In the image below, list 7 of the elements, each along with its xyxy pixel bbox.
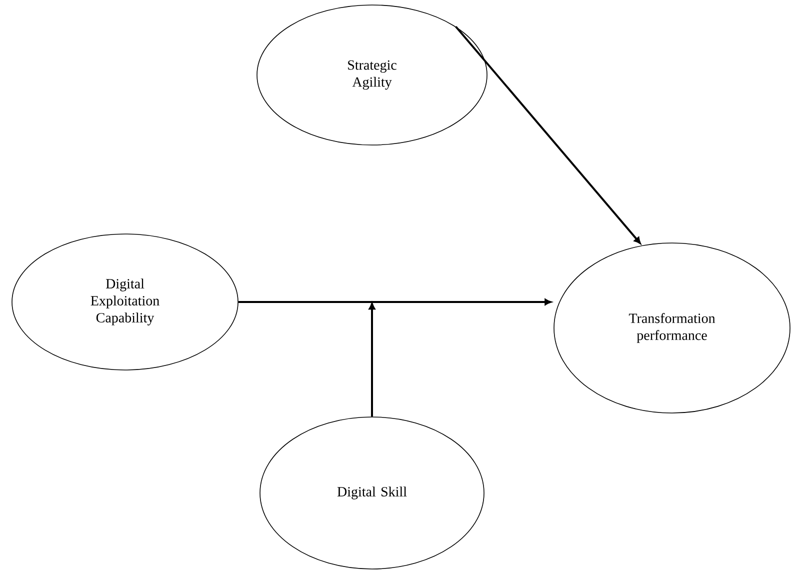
arrow bbox=[455, 26, 641, 244]
ellipse-node: Strategic Agility bbox=[256, 4, 488, 146]
ellipse-node: Transformation performance bbox=[554, 242, 790, 414]
ellipse-node: Digital Exploitation Capability bbox=[12, 234, 238, 370]
ellipse-node: Digital Skill bbox=[260, 416, 484, 570]
arrow bbox=[238, 298, 552, 306]
arrow bbox=[368, 302, 376, 417]
